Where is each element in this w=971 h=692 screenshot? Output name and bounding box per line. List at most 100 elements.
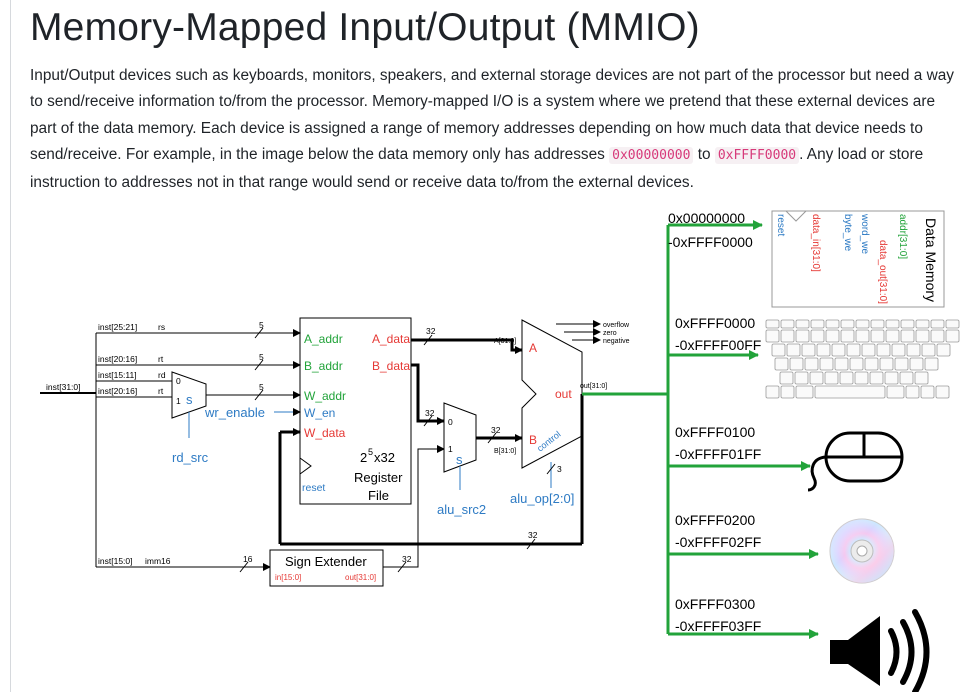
mux1-select: s xyxy=(186,392,193,407)
negative-label: negative xyxy=(603,338,630,345)
keyboard-key xyxy=(885,319,900,329)
keyboard-key xyxy=(819,357,834,371)
keyboard-key xyxy=(899,371,914,385)
alu-op-label: alu_op[2:0] xyxy=(510,491,574,506)
register-file-name-2: File xyxy=(368,488,389,503)
address-bus xyxy=(582,220,819,639)
keyboard-key xyxy=(825,329,840,343)
keyboard-key xyxy=(885,329,900,343)
keyboard-key xyxy=(816,343,831,357)
keyboard-key xyxy=(905,385,920,399)
keyboard-key xyxy=(810,319,825,329)
keyboard-key xyxy=(779,371,794,385)
mux2-in1: 1 xyxy=(448,444,453,454)
dm-word-we-pin: word_we xyxy=(859,213,870,254)
keyboard-key xyxy=(915,329,930,343)
inst-20-16-label-b: inst[20:16] xyxy=(98,386,137,396)
overflow-label: overflow xyxy=(603,322,630,329)
register-size-rest: x32 xyxy=(374,450,395,465)
alu-out-label: out xyxy=(555,387,572,401)
mouse-range-start: 0xFFFF0100 xyxy=(675,424,755,440)
dm-byte-we-pin: byte_we xyxy=(842,214,853,252)
a-data-port: A_data xyxy=(372,332,410,346)
keyboard-key xyxy=(915,319,930,329)
keyboard-key xyxy=(930,319,945,329)
width-5-b: 5 xyxy=(259,352,264,362)
keyboard-key xyxy=(780,329,795,343)
inst-31-0-label: inst[31:0] xyxy=(46,382,81,392)
w-data-port: W_data xyxy=(304,426,346,440)
register-file-name-1: Register xyxy=(354,470,403,485)
keyboard-key xyxy=(900,329,915,343)
width-32-e: 32 xyxy=(528,530,538,540)
keyboard-key xyxy=(900,319,915,329)
mouse-range-end: -0xFFFF01FF xyxy=(675,446,761,462)
dm-reset-pin: reset xyxy=(775,214,786,236)
keyboard-key xyxy=(846,343,861,357)
cd-range-end: -0xFFFF02FF xyxy=(675,534,761,550)
keyboard-key xyxy=(894,357,909,371)
data-memory-icon: Data Memory reset data_in[31:0] byte_we … xyxy=(771,210,945,308)
keyboard-range-start: 0xFFFF0000 xyxy=(675,315,755,331)
mux2-select: s xyxy=(456,452,463,467)
keyboard-range-end: -0xFFFF00FF xyxy=(675,337,761,353)
device-address-ranges: 0x00000000 -0xFFFF0000 0xFFFF0000 -0xFFF… xyxy=(668,210,761,634)
speaker-range-start: 0xFFFF0300 xyxy=(675,596,755,612)
inst-15-0-label: inst[15:0] xyxy=(98,556,133,566)
keyboard-key xyxy=(774,357,789,371)
width-5-c: 5 xyxy=(259,382,264,392)
keyboard-key xyxy=(876,343,891,357)
register-size-base: 2 xyxy=(360,450,367,465)
keyboard-key xyxy=(861,343,876,357)
zero-label: zero xyxy=(603,330,617,337)
page-title: Memory-Mapped Input/Output (MMIO) xyxy=(30,6,700,49)
keyboard-key xyxy=(906,343,921,357)
keyboard-key xyxy=(795,329,810,343)
keyboard-icon xyxy=(765,319,960,399)
keyboard-key xyxy=(795,319,810,329)
keyboard-key xyxy=(809,371,824,385)
keyboard-key xyxy=(789,357,804,371)
dm-addr-pin: addr[31:0] xyxy=(897,214,908,259)
cd-icon xyxy=(829,518,895,584)
inst-20-16-label: inst[20:16] xyxy=(98,354,137,364)
rd-src-label: rd_src xyxy=(172,450,209,465)
sign-extender-name: Sign Extender xyxy=(285,554,367,569)
alu-labels: A B out xyxy=(529,341,572,447)
intro-text-2: to xyxy=(693,146,715,164)
a-bus-label: A[31:0] xyxy=(494,338,516,345)
intro-text-3: . Any load or store instruction to addre… xyxy=(30,146,924,191)
a-addr-port: A_addr xyxy=(304,332,343,346)
width-32-c: 32 xyxy=(491,425,501,435)
keyboard-key xyxy=(765,385,780,399)
mux2-in0: 0 xyxy=(448,417,453,427)
keyboard-key xyxy=(814,385,886,399)
mux1-in0: 0 xyxy=(176,376,181,386)
b-addr-port: B_addr xyxy=(304,359,343,373)
mux1-in1: 1 xyxy=(176,396,181,406)
speaker-icon xyxy=(830,609,930,692)
keyboard-key xyxy=(886,385,905,399)
keyboard-key xyxy=(924,357,939,371)
keyboard-key xyxy=(786,343,801,357)
inst-15-11-label: inst[15:11] xyxy=(98,370,137,380)
keyboard-key xyxy=(921,343,936,357)
keyboard-key xyxy=(765,329,780,343)
keyboard-key xyxy=(840,329,855,343)
keyboard-key xyxy=(831,343,846,357)
keyboard-key xyxy=(780,319,795,329)
datapath-labels: inst[25:21] rs inst[20:16] rt inst[15:11… xyxy=(46,320,630,566)
alu-src2-mux xyxy=(443,402,477,473)
keyboard-key xyxy=(824,371,839,385)
keyboard-key xyxy=(839,371,854,385)
out-bus-label: out[31:0] xyxy=(580,383,607,390)
keyboard-key xyxy=(870,319,885,329)
alu-src2-label: alu_src2 xyxy=(437,502,486,517)
sign-extender xyxy=(269,549,384,587)
data-memory-range-start: 0x00000000 xyxy=(668,210,745,226)
reset-port: reset xyxy=(302,482,325,494)
width-16: 16 xyxy=(243,554,253,564)
dm-data-out-pin: data_out[31:0] xyxy=(877,240,888,304)
keyboard-key xyxy=(879,357,894,371)
